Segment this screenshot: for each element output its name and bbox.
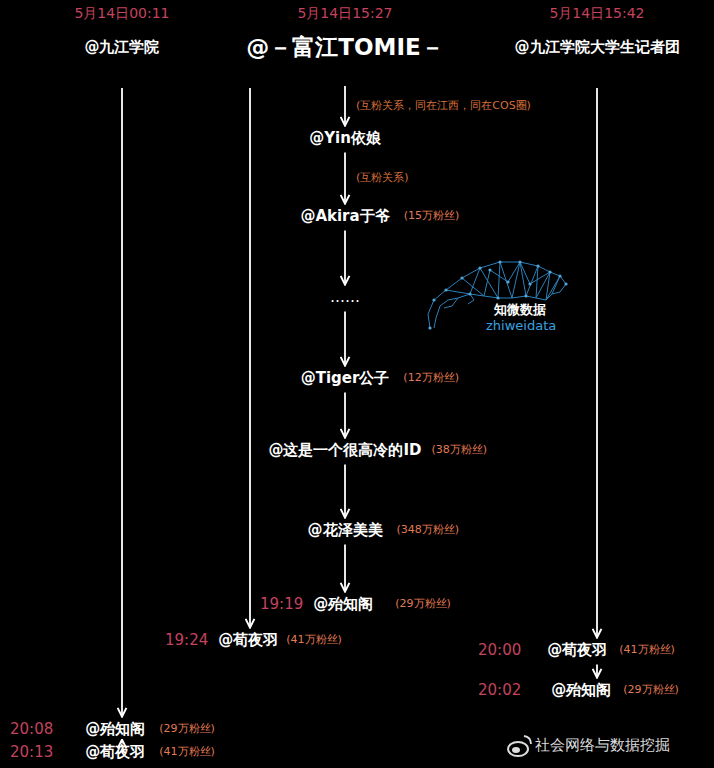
account-name: @Yin依娘 bbox=[309, 129, 381, 148]
time-label: 19:24 bbox=[165, 631, 208, 650]
weibo-icon-eye bbox=[512, 747, 520, 753]
source-credit: 社会网络与数据挖掘 bbox=[535, 736, 670, 755]
follower-count: (41万粉丝) bbox=[619, 643, 675, 657]
follower-count: (29万粉丝) bbox=[395, 597, 451, 611]
follower-count: (348万粉丝) bbox=[397, 523, 460, 537]
account-name: @殆知阁 bbox=[85, 720, 145, 739]
arrow-connector bbox=[344, 311, 346, 365]
account-node: 19:19 @殆知阁 (29万粉丝) bbox=[260, 595, 451, 614]
time-label: 20:13 bbox=[10, 743, 53, 762]
account-name: @荀夜羽 bbox=[547, 641, 607, 660]
follower-count: (41万粉丝) bbox=[159, 745, 215, 759]
account-node: 19:24 @荀夜羽 (41万粉丝) bbox=[165, 631, 342, 650]
date-label: 5月14日00:11 bbox=[74, 5, 169, 23]
account-name: @殆知阁 bbox=[551, 681, 611, 700]
weibo-icon-wave bbox=[524, 736, 531, 744]
cheetah-leg bbox=[468, 294, 474, 304]
time-label: 20:08 bbox=[10, 720, 53, 739]
account-name: @－富江TOMIE－ bbox=[246, 33, 443, 62]
account-name: @九江学院 bbox=[84, 38, 159, 57]
arrow-connector bbox=[344, 392, 346, 437]
account-name: @Akira于爷 bbox=[300, 207, 389, 226]
follower-count: (29万粉丝) bbox=[623, 683, 679, 697]
account-name: @荀夜羽 bbox=[85, 743, 145, 762]
time-label: 19:19 bbox=[260, 595, 303, 614]
arrow-connector bbox=[249, 88, 251, 628]
account-name: @花泽美美 bbox=[308, 521, 383, 540]
arrow-connector bbox=[596, 88, 598, 638]
cheetah-mesh bbox=[462, 262, 550, 296]
cheetah-leg bbox=[444, 298, 458, 308]
follower-count: (38万粉丝) bbox=[432, 443, 488, 457]
watermark-text: zhiweidata bbox=[486, 318, 556, 334]
account-node: @Yin依娘 bbox=[309, 129, 381, 148]
cheetah-mesh bbox=[446, 262, 560, 300]
account-name: @这是一个很高冷的ID bbox=[268, 441, 421, 460]
arrow-connector bbox=[344, 152, 346, 203]
weibo-icon bbox=[508, 736, 531, 756]
edge-label: (互粉关系，同在江西，同在COS圈) bbox=[354, 99, 533, 113]
account-name: @殆知阁 bbox=[313, 595, 373, 614]
account-node: 5月14日15:42 @九江学院大学生记者团 bbox=[515, 5, 680, 56]
follower-count: (15万粉丝) bbox=[404, 209, 460, 223]
account-node: @Tiger公子 (12万粉丝) bbox=[301, 369, 459, 388]
arrow-connector bbox=[344, 230, 346, 284]
account-node: 20:08 @殆知阁 (29万粉丝) bbox=[10, 720, 215, 739]
follower-count: (41万粉丝) bbox=[286, 633, 342, 647]
ellipsis-label: …… bbox=[330, 288, 360, 307]
arrow-connector bbox=[344, 464, 346, 517]
account-node: @花泽美美 (348万粉丝) bbox=[308, 521, 460, 540]
arrow-connector bbox=[121, 88, 123, 717]
account-name: @九江学院大学生记者团 bbox=[515, 38, 680, 57]
account-node: 5月14日15:27 @－富江TOMIE－ bbox=[246, 5, 443, 61]
arrow-connector bbox=[596, 664, 598, 677]
date-label: 5月14日15:42 bbox=[549, 5, 644, 23]
account-name: @荀夜羽 bbox=[218, 631, 278, 650]
weibo-icon-body bbox=[508, 742, 528, 756]
watermark-text: 知微数据 bbox=[494, 302, 546, 318]
account-node: 5月14日00:11 @九江学院 bbox=[74, 5, 169, 56]
account-node: @这是一个很高冷的ID (38万粉丝) bbox=[268, 441, 487, 460]
follower-count: (12万粉丝) bbox=[403, 371, 459, 385]
account-node: 20:02 @殆知阁 (29万粉丝) bbox=[478, 681, 679, 700]
time-label: 20:00 bbox=[478, 641, 521, 660]
account-node: …… bbox=[330, 288, 360, 307]
edge-label: (互粉关系) bbox=[354, 171, 411, 185]
arrow-connector bbox=[344, 86, 346, 126]
account-node: @Akira于爷 (15万粉丝) bbox=[300, 207, 459, 226]
date-label: 5月14日15:27 bbox=[297, 5, 392, 23]
follower-count: (29万粉丝) bbox=[159, 722, 215, 736]
time-label: 20:02 bbox=[478, 681, 521, 700]
account-name: @Tiger公子 bbox=[301, 369, 390, 388]
account-node: 20:13 @荀夜羽 (41万粉丝) bbox=[10, 743, 215, 762]
account-node: 20:00 @荀夜羽 (41万粉丝) bbox=[478, 641, 675, 660]
arrow-connector bbox=[344, 544, 346, 591]
